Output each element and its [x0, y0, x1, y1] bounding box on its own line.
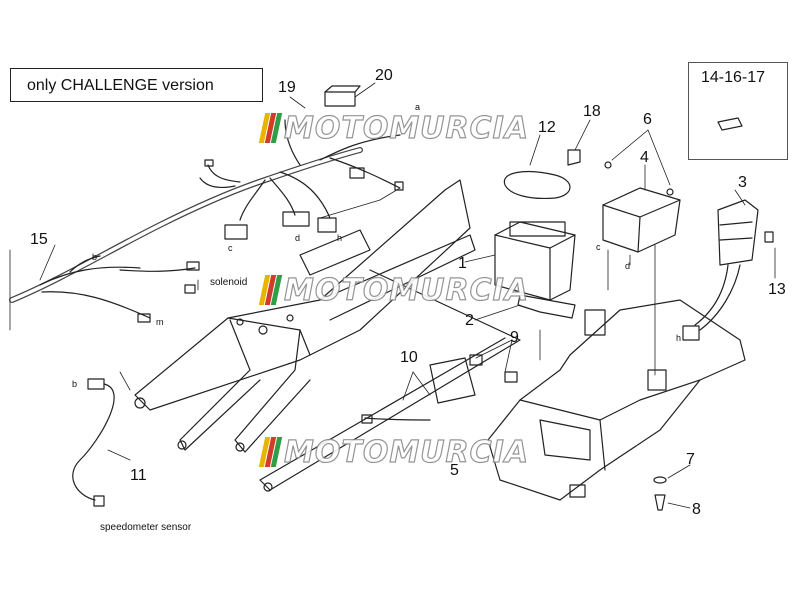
callout-18: 18 — [583, 103, 601, 120]
connector-letter-c: c — [228, 243, 233, 253]
fuse-icon — [717, 117, 743, 131]
watermark-text-3: MOTOMURCIA — [283, 434, 530, 470]
speedometer-sensor-note: speedometer sensor — [100, 522, 192, 533]
leader-lines — [39, 82, 776, 509]
rear-undertray — [487, 299, 746, 501]
callout-12: 12 — [538, 119, 556, 136]
callout-15: 15 — [30, 231, 48, 248]
callout-11: 11 — [130, 467, 147, 484]
battery — [494, 221, 576, 301]
washer — [653, 476, 667, 484]
battery-strap — [503, 170, 571, 200]
ecu-unit — [602, 161, 681, 253]
speedometer-sensor — [72, 371, 131, 507]
fuse-inset: 14-16-17 — [688, 62, 788, 160]
relay-part — [324, 85, 361, 107]
connector-letter-m: m — [156, 317, 164, 327]
watermark-logo-1: MOTOMURCIA — [258, 108, 530, 148]
inset-label: 14-16-17 — [701, 69, 766, 86]
connector-letter-h: h — [337, 233, 343, 243]
callout-8: 8 — [692, 501, 701, 518]
regulator-unit — [682, 199, 774, 341]
rear-frame — [134, 179, 521, 492]
terminal-bolt — [567, 149, 581, 166]
battery-tray — [517, 294, 576, 319]
relay-bracket — [361, 354, 518, 424]
callout-3: 3 — [738, 174, 747, 191]
connector-letter-a: a — [415, 102, 421, 112]
callout-1: 1 — [458, 255, 467, 272]
connector-letter-b-sensor: b — [72, 379, 78, 389]
callout-19: 19 — [278, 79, 296, 96]
connector-letter-d: d — [295, 233, 301, 243]
callout-20: 20 — [375, 67, 393, 84]
watermark-logo-3: MOTOMURCIA — [258, 432, 530, 472]
connector-letter-h-regulator: h — [676, 333, 682, 343]
callout-6: 6 — [643, 111, 652, 128]
callout-7: 7 — [686, 451, 695, 468]
watermark-text-2: MOTOMURCIA — [283, 272, 530, 308]
challenge-version-note: only CHALLENGE version — [10, 68, 263, 102]
callout-5: 5 — [450, 462, 459, 479]
connector-letter-b: b — [92, 252, 98, 262]
watermark-logo-2: MOTOMURCIA — [258, 270, 530, 310]
solenoid-note: solenoid — [210, 277, 248, 288]
callout-10: 10 — [400, 349, 418, 366]
watermark-text-1: MOTOMURCIA — [283, 110, 530, 146]
wiring-harness — [9, 119, 404, 331]
screw — [654, 494, 666, 511]
callout-13: 13 — [768, 281, 786, 298]
callout-9: 9 — [510, 329, 519, 346]
callout-2: 2 — [465, 312, 474, 329]
connector-letter-d-ecu: d — [625, 261, 631, 271]
connector-letter-c-ecu: c — [596, 242, 601, 252]
callout-4: 4 — [640, 149, 649, 166]
